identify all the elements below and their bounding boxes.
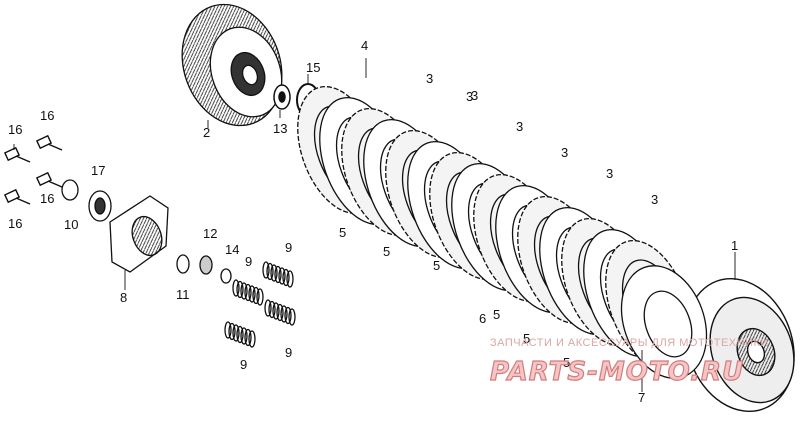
spring-coil — [274, 265, 282, 284]
spring-coil — [240, 327, 248, 345]
spring-coil — [236, 280, 244, 299]
callout-label: 3 — [426, 71, 433, 86]
callout-label: 5 — [563, 355, 570, 370]
callout-label: 2 — [203, 125, 210, 140]
spring-coil — [248, 330, 256, 348]
spring-coil — [262, 261, 270, 279]
pressure-plate-part — [685, 277, 795, 413]
spring-coil — [244, 328, 252, 347]
callout-label: 3 — [516, 119, 523, 134]
spring-coil — [236, 325, 244, 344]
spring-coil — [224, 321, 232, 339]
spring-coil — [268, 300, 276, 319]
spring-coil — [272, 302, 280, 320]
callout-label: 5 — [383, 244, 390, 259]
bearing-part — [88, 190, 112, 222]
callout-label: 3 — [561, 145, 568, 160]
spring-coil — [284, 306, 292, 325]
callout-label: 4 — [361, 38, 368, 53]
callout-label: 3 — [606, 166, 613, 181]
spring-coil — [256, 288, 264, 306]
spring-coil — [232, 279, 240, 297]
callout-label: 3 — [651, 192, 658, 207]
callout-label: 1 — [731, 238, 738, 253]
callout-label: 5 — [523, 331, 530, 346]
callout-label: 3 — [471, 88, 478, 103]
callout-label: 5 — [433, 258, 440, 273]
callout-label: 10 — [64, 217, 78, 232]
spring-coil — [280, 305, 288, 323]
callout-label: 16 — [40, 191, 54, 206]
spring-coil — [240, 282, 248, 300]
callout-label: 9 — [285, 240, 292, 255]
spring-coil — [264, 299, 272, 317]
leader-lines — [13, 58, 736, 392]
callout-label: 9 — [245, 254, 252, 269]
callout-label: 5 — [493, 307, 500, 322]
callout-label: 17 — [91, 163, 105, 178]
lifter-small-parts — [176, 254, 232, 284]
clutch-outer-part — [181, 3, 283, 127]
callout-label: 15 — [306, 60, 320, 75]
washer-part — [273, 84, 291, 110]
watermark-tagline: ЗАПЧАСТИ И АКСЕССУАРЫ ДЛЯ МОТОТЕХНИКИ — [490, 337, 769, 349]
spring-coil — [248, 285, 256, 303]
bolt-parts — [3, 134, 63, 205]
spring-coil — [266, 262, 274, 281]
callout-label: 16 — [40, 108, 54, 123]
spring-coil — [288, 308, 296, 326]
spring-coil — [228, 322, 236, 341]
callout-label: 9 — [240, 357, 247, 372]
watermark: ЗАПЧАСТИ И АКСЕССУАРЫ ДЛЯ МОТОТЕХНИКИ PA… — [489, 337, 769, 388]
spring-coil — [270, 264, 278, 282]
spring-coil — [232, 324, 240, 342]
watermark-brand: PARTS-MOTO.RU — [490, 357, 744, 387]
spring-coil — [286, 270, 294, 288]
judder-spring-part — [620, 265, 708, 379]
callout-labels: 1233333334555555678999910111213141516161… — [8, 38, 738, 405]
callout-label: 11 — [176, 287, 190, 302]
spring-coil — [252, 286, 260, 305]
spring-coil — [276, 303, 284, 322]
collar-part — [61, 179, 79, 201]
clutch-springs — [224, 261, 296, 348]
callout-label: 8 — [120, 290, 127, 305]
callout-label: 14 — [225, 242, 239, 257]
spring-coil — [278, 267, 286, 285]
callout-label: 3 — [466, 89, 473, 104]
callout-label: 16 — [8, 122, 22, 137]
callout-label: 5 — [339, 225, 346, 240]
callout-label: 16 — [8, 216, 22, 231]
callout-label: 13 — [273, 121, 287, 136]
callout-label: 12 — [203, 226, 217, 241]
callout-label: 7 — [638, 390, 645, 405]
spring-coil — [244, 283, 252, 302]
callout-label: 6 — [479, 311, 486, 326]
spring-coil — [282, 268, 290, 287]
lifter-plate-part — [109, 195, 169, 273]
callout-label: 9 — [285, 345, 292, 360]
